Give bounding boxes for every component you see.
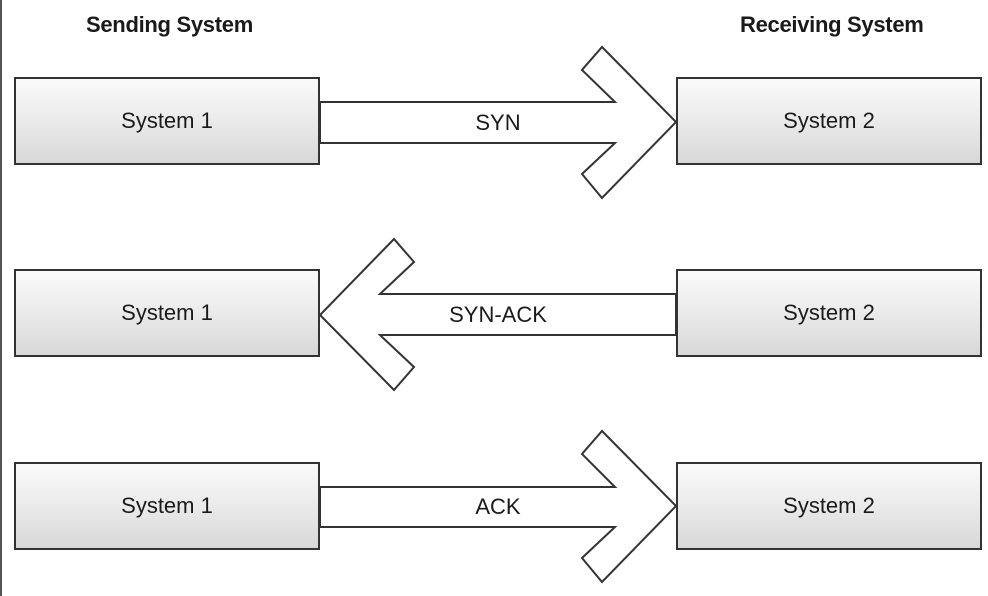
ack-arrow: [319, 429, 678, 584]
system-2-label: System 2: [783, 493, 875, 518]
system-1-box-syn-ack: System 1: [14, 269, 320, 357]
syn-ack-label: SYN-ACK: [449, 302, 547, 327]
syn-ack-arrow: [318, 237, 677, 392]
system-1-label: System 1: [121, 493, 213, 518]
left-border: [0, 0, 2, 596]
system-2-label: System 2: [783, 300, 875, 325]
system-1-box-syn: System 1: [14, 77, 320, 165]
system-2-label: System 2: [783, 108, 875, 133]
sending-system-header: Sending System: [86, 12, 253, 37]
receiving-system-header: Receiving System: [740, 12, 924, 37]
system-2-box-ack: System 2: [676, 462, 982, 550]
syn-arrow: [319, 45, 678, 200]
system-1-box-ack: System 1: [14, 462, 320, 550]
ack-label: ACK: [475, 494, 521, 519]
system-2-box-syn: System 2: [676, 77, 982, 165]
system-1-label: System 1: [121, 300, 213, 325]
system-2-box-syn-ack: System 2: [676, 269, 982, 357]
system-1-label: System 1: [121, 108, 213, 133]
syn-label: SYN: [475, 110, 521, 135]
